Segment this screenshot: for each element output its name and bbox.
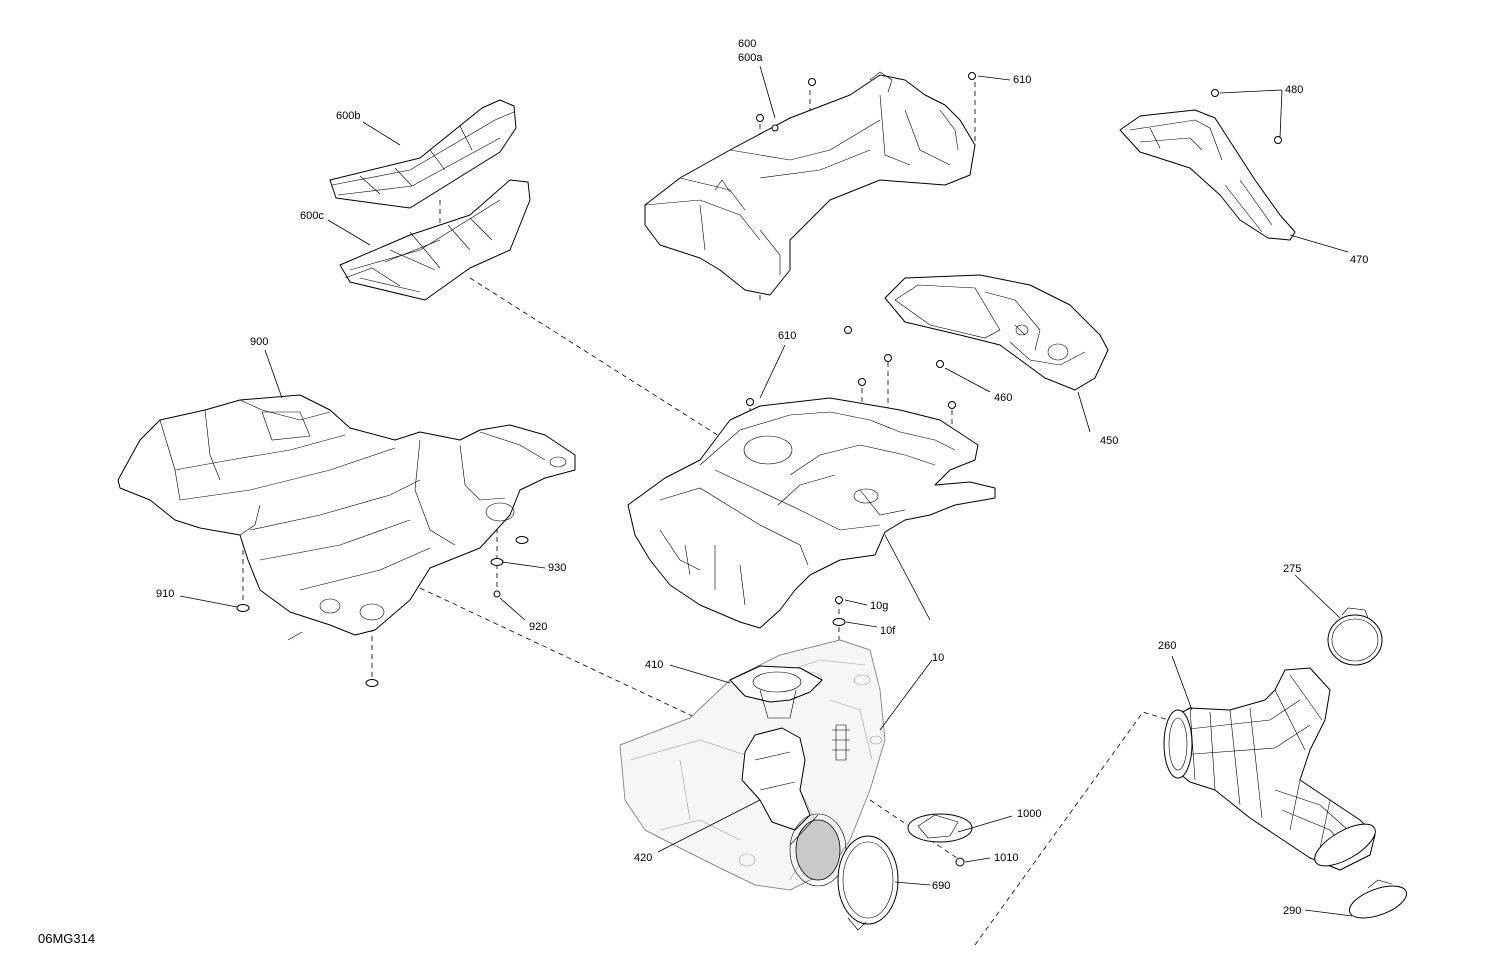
callout-290: 290 [1283,905,1301,917]
callout-10f: 10f [880,625,896,637]
callout-10: 10 [932,652,944,664]
callout-260: 260 [1158,640,1176,652]
callout-480: 480 [1285,84,1303,96]
callout-450: 450 [1100,435,1118,447]
side-panel-470 [1119,109,1296,241]
filter-element-600b [329,99,517,209]
fasteners [236,72,1282,687]
leader-lines [179,65,1353,917]
airbox-base-10 [627,397,996,629]
callout-600c: 600c [300,210,324,222]
clamp-290 [1348,879,1408,919]
callout-275: 275 [1283,563,1301,575]
callout-1000: 1000 [1017,808,1041,820]
callout-470: 470 [1350,254,1368,266]
callout-930: 930 [548,562,566,574]
callout-600: 600 [738,38,756,50]
callout-labels: 600 600a 610 480 600b 600c 470 900 610 4… [156,38,1368,917]
intake-hose-260 [1163,667,1376,871]
cover-plate-1000 [907,813,973,843]
filter-frame-600c [339,179,531,301]
side-panel-450 [884,274,1109,391]
callout-420: 420 [634,852,652,864]
center-stud [832,724,850,761]
callout-460: 460 [994,392,1012,404]
callout-10g: 10g [870,600,888,612]
callout-600a: 600a [738,52,763,64]
callout-910: 910 [156,588,174,600]
clamp-275 [1327,607,1383,666]
callout-900: 900 [250,336,268,348]
screw-1010 [955,857,965,867]
clamp-690 [837,835,899,931]
callout-920: 920 [529,621,547,633]
inlet-duct-420 [741,727,847,887]
airbox-cover-600 [644,71,976,296]
inlet-funnel-410 [729,665,823,719]
callout-1010: 1010 [994,852,1018,864]
callout-610-mid: 610 [778,330,796,342]
callout-610-top: 610 [1013,74,1031,86]
callout-410: 410 [645,659,663,671]
callout-690: 690 [932,880,950,892]
diagram-code: 06MG314 [38,931,95,946]
heat-shield-900 [117,394,576,636]
callout-600b: 600b [336,110,360,122]
